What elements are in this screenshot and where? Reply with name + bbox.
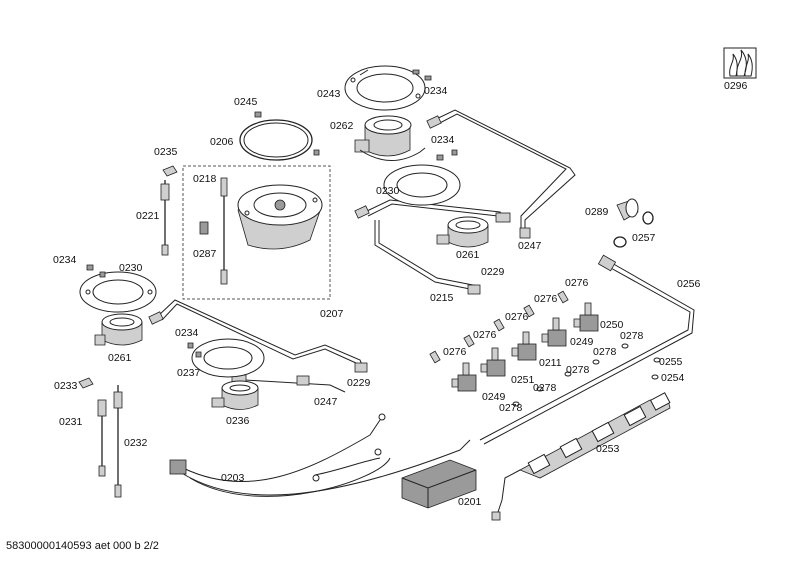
label-0257: 0257 [632, 232, 656, 244]
screw-0245 [254, 111, 262, 118]
screw-small-b [313, 149, 320, 156]
gasket-ring-0206 [239, 119, 313, 161]
connector-0289 [616, 198, 639, 221]
burner-ring-middle [383, 164, 461, 206]
document-footer-id: 58300000140593 aet 000 b 2/2 [6, 540, 159, 552]
screw-top [412, 69, 432, 81]
label-0231: 0231 [59, 416, 83, 428]
label-0247: 0247 [314, 396, 338, 408]
valve-screws [429, 290, 569, 364]
clip-0233 [78, 377, 94, 389]
screw-0287 [199, 221, 209, 235]
label-0249: 0249 [482, 391, 506, 403]
label-0230: 0230 [119, 262, 143, 274]
label-0249: 0249 [570, 336, 594, 348]
screw-0234b [436, 154, 444, 161]
label-0234: 0234 [431, 134, 455, 146]
burner-body-0236 [211, 380, 259, 410]
gas-pipes [157, 109, 695, 445]
screw-small-d [195, 351, 202, 358]
label-0278: 0278 [566, 364, 590, 376]
label-0211: 0211 [539, 357, 562, 369]
cable-harness-0203 [179, 419, 471, 497]
label-0201: 0201 [458, 496, 482, 508]
label-0232: 0232 [124, 437, 148, 449]
label-0251: 0251 [511, 374, 535, 386]
part-number-labels: 0296 0243 0234 0245 0262 0234 0206 0235 … [53, 80, 748, 508]
label-0245: 0245 [234, 96, 258, 108]
burner-body-0262 [354, 115, 426, 161]
ignition-switch-strip-0253 [491, 392, 671, 521]
washer-0257a [642, 211, 654, 225]
label-0233: 0233 [54, 380, 78, 392]
burner-ring-lower [191, 338, 265, 378]
gas-valves [451, 302, 599, 392]
label-0261: 0261 [108, 352, 132, 364]
label-0296: 0296 [724, 80, 748, 92]
clip-0235 [162, 165, 178, 177]
label-0278: 0278 [593, 346, 617, 358]
label-0262: 0262 [330, 120, 354, 132]
label-0218: 0218 [193, 173, 217, 185]
screw-small-c [99, 271, 106, 278]
label-0276: 0276 [473, 329, 497, 341]
gas-flame-symbol [723, 47, 757, 79]
label-0229: 0229 [347, 377, 371, 389]
label-0255: 0255 [659, 356, 683, 368]
label-0229: 0229 [481, 266, 505, 278]
label-0234: 0234 [424, 85, 448, 97]
burner-body-0261a [436, 212, 511, 248]
label-0215: 0215 [430, 292, 454, 304]
label-0289: 0289 [585, 206, 609, 218]
label-0234: 0234 [53, 254, 77, 266]
label-0207: 0207 [320, 308, 344, 320]
label-0254: 0254 [661, 372, 685, 384]
label-0276: 0276 [565, 277, 589, 289]
label-0276: 0276 [505, 311, 529, 323]
burner-ring-left [79, 271, 157, 313]
label-0253: 0253 [596, 443, 620, 455]
label-0278: 0278 [533, 382, 557, 394]
ignition-module-0201 [401, 459, 477, 509]
label-0235: 0235 [154, 146, 178, 158]
label-0221: 0221 [136, 210, 160, 222]
injectors [148, 115, 617, 386]
label-0261: 0261 [456, 249, 480, 261]
electrode-0231 [97, 399, 107, 477]
screw-0234c [86, 264, 94, 271]
label-0278: 0278 [620, 330, 644, 342]
screw-small [451, 149, 458, 156]
label-0250: 0250 [600, 319, 624, 331]
label-0276: 0276 [534, 293, 558, 305]
label-0278: 0278 [499, 402, 523, 414]
label-0287: 0287 [193, 248, 217, 260]
label-0236: 0236 [226, 415, 250, 427]
screw-0234d [187, 342, 194, 349]
cable-connectors [169, 413, 386, 482]
label-0256: 0256 [677, 278, 701, 290]
small-o-rings [512, 343, 661, 407]
label-0203: 0203 [221, 472, 245, 484]
thermocouple-0221 [160, 180, 170, 256]
label-0237: 0237 [177, 367, 201, 379]
washer-0257b [613, 236, 627, 248]
label-0243: 0243 [317, 88, 341, 100]
label-0234: 0234 [175, 327, 199, 339]
burner-ring-top [344, 65, 426, 111]
electrode-0218 [220, 177, 228, 285]
label-0276: 0276 [443, 346, 467, 358]
burner-body-0261b [94, 313, 143, 346]
electrode-0232 [113, 385, 123, 498]
label-0247: 0247 [518, 240, 542, 252]
main-burner-0207 [237, 184, 323, 250]
label-0230: 0230 [376, 185, 400, 197]
label-0206: 0206 [210, 136, 234, 148]
